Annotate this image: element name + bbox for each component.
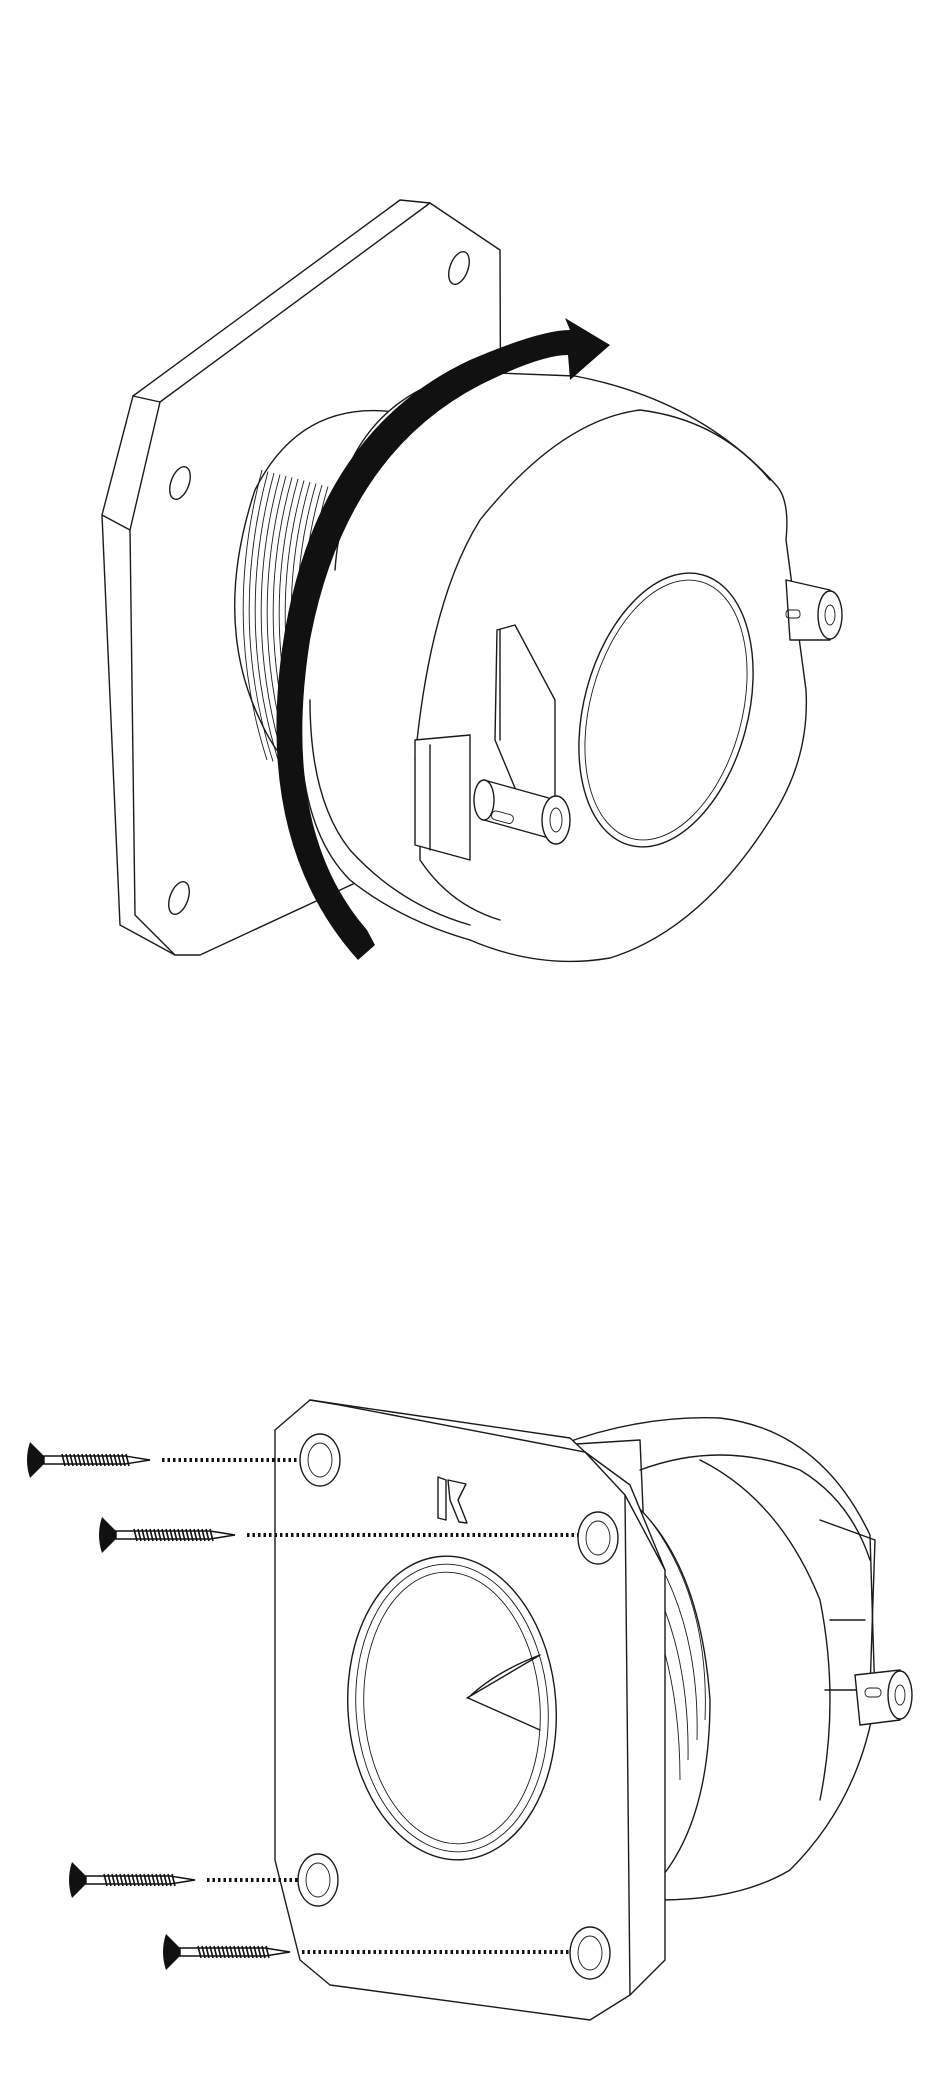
screw (99, 1517, 235, 1553)
plate-hole (578, 1512, 618, 1564)
plate-hole (300, 1434, 340, 1486)
screw (69, 1862, 195, 1898)
plate-hole (570, 1927, 610, 1979)
screw (163, 1934, 290, 1970)
screw (27, 1442, 150, 1478)
plate-hole (298, 1854, 338, 1906)
mounting-plate (275, 1400, 665, 2020)
terminal-pin (855, 1670, 912, 1725)
